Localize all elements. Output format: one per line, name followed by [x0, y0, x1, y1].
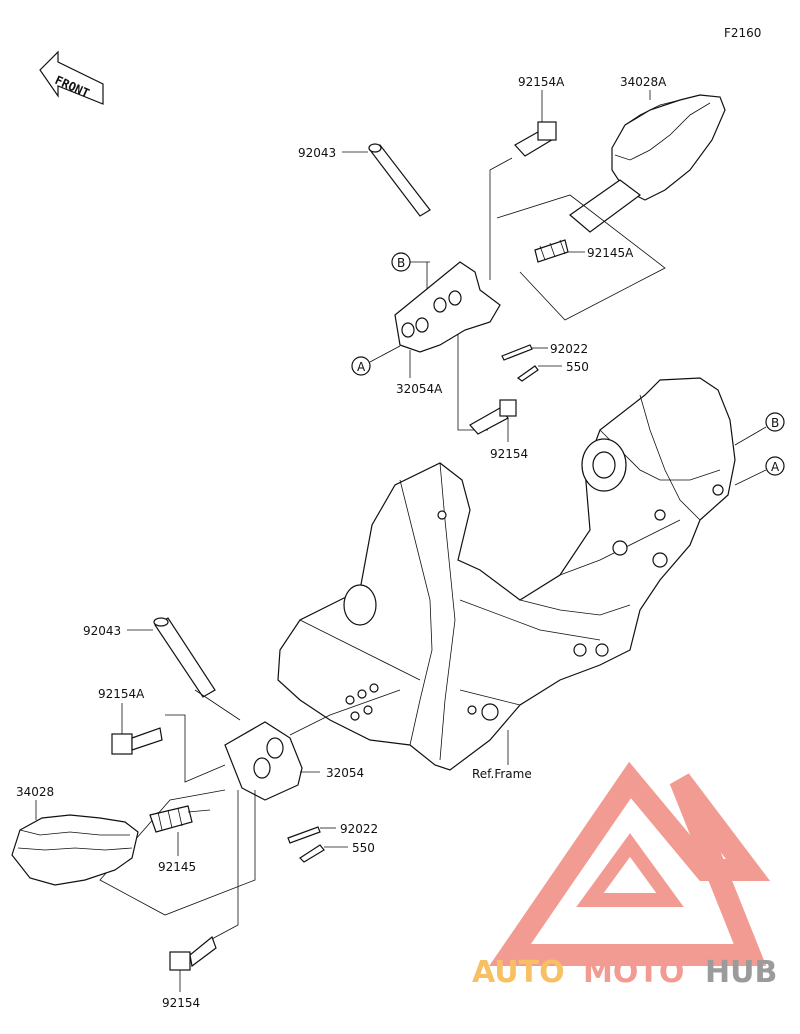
label-92154-lower: 92154 — [162, 996, 200, 1010]
label-550-lower: 550 — [352, 841, 375, 855]
washer-550-lower — [299, 844, 325, 863]
marker-b-right: B — [765, 412, 785, 432]
bolt-92154a-lower — [111, 727, 163, 755]
label-92154a-upper: 92154A — [518, 75, 565, 89]
label-92022-lower: 92022 — [340, 822, 378, 836]
label-550-upper: 550 — [566, 360, 589, 374]
footpeg-34028a — [569, 94, 726, 233]
diagram-code: F2160 — [724, 26, 761, 40]
marker-a-right: A — [765, 456, 785, 476]
label-92022-upper: 92022 — [550, 342, 588, 356]
ref-frame-label: Ref.Frame — [472, 767, 532, 781]
front-arrow-icon: FRONT — [39, 50, 104, 105]
svg-text:A: A — [771, 460, 780, 474]
marker-b-upper: B — [391, 252, 411, 272]
label-92145: 92145 — [158, 860, 196, 874]
bolt-92154a-upper — [514, 121, 557, 157]
spring-92145a — [534, 239, 569, 263]
label-34028: 34028 — [16, 785, 54, 799]
bracket-32054 — [224, 721, 303, 801]
label-34028a: 34028A — [620, 75, 667, 89]
logo-word-auto: AUTO — [472, 955, 565, 990]
svg-text:A: A — [357, 360, 366, 374]
svg-text:B: B — [397, 256, 405, 270]
marker-a-upper: A — [351, 356, 371, 376]
automotohub-logo: AUTO MOTO HUB — [472, 761, 777, 990]
reference-frame — [277, 377, 736, 771]
pin-92043-upper — [368, 143, 431, 217]
label-92145a: 92145A — [587, 246, 634, 260]
bracket-32054a — [394, 261, 501, 353]
svg-text:B: B — [771, 416, 779, 430]
cotter-92022-lower — [287, 826, 321, 844]
cotter-92022-upper — [501, 344, 533, 361]
label-32054a: 32054A — [396, 382, 443, 396]
washer-550-upper — [516, 365, 539, 382]
spring-92145 — [149, 805, 211, 833]
pin-92043-lower — [153, 617, 216, 698]
label-32054: 32054 — [326, 766, 364, 780]
label-92043-lower: 92043 — [83, 624, 121, 638]
bolt-92154-upper — [469, 399, 517, 435]
label-92154a-lower: 92154A — [98, 687, 145, 701]
logo-word-moto: MOTO — [583, 955, 684, 990]
label-92154-upper: 92154 — [490, 447, 528, 461]
bolt-92154-lower — [169, 935, 217, 971]
footpeg-34028 — [11, 814, 139, 886]
label-92043-upper: 92043 — [298, 146, 336, 160]
logo-word-hub: HUB — [705, 955, 777, 990]
